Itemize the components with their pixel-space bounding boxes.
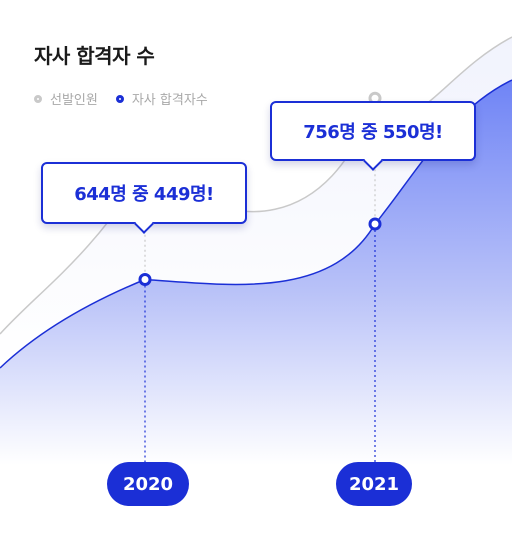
legend-item-selected: 선발인원 xyxy=(34,89,98,108)
legend-item-passed: 자사 합격자수 xyxy=(115,89,208,108)
annotation-callout: 644명 중 449명! xyxy=(41,162,247,224)
data-point-passed xyxy=(138,272,152,286)
legend-swatch-blue-icon xyxy=(115,94,124,103)
legend-label: 자사 합격자수 xyxy=(131,93,208,108)
annotation-callout: 756명 중 550명! xyxy=(270,101,476,161)
x-tick-label: 2021 xyxy=(336,462,412,506)
legend-swatch-gray-icon xyxy=(34,94,42,103)
legend-label: 선발인원 xyxy=(50,93,98,108)
page-title: 자사 합격자 수 xyxy=(34,44,155,68)
x-tick-label: 2020 xyxy=(107,462,189,506)
data-point-passed xyxy=(368,217,382,231)
series-area-passed xyxy=(0,80,512,465)
legend: 선발인원 자사 합격자수 xyxy=(34,89,226,108)
